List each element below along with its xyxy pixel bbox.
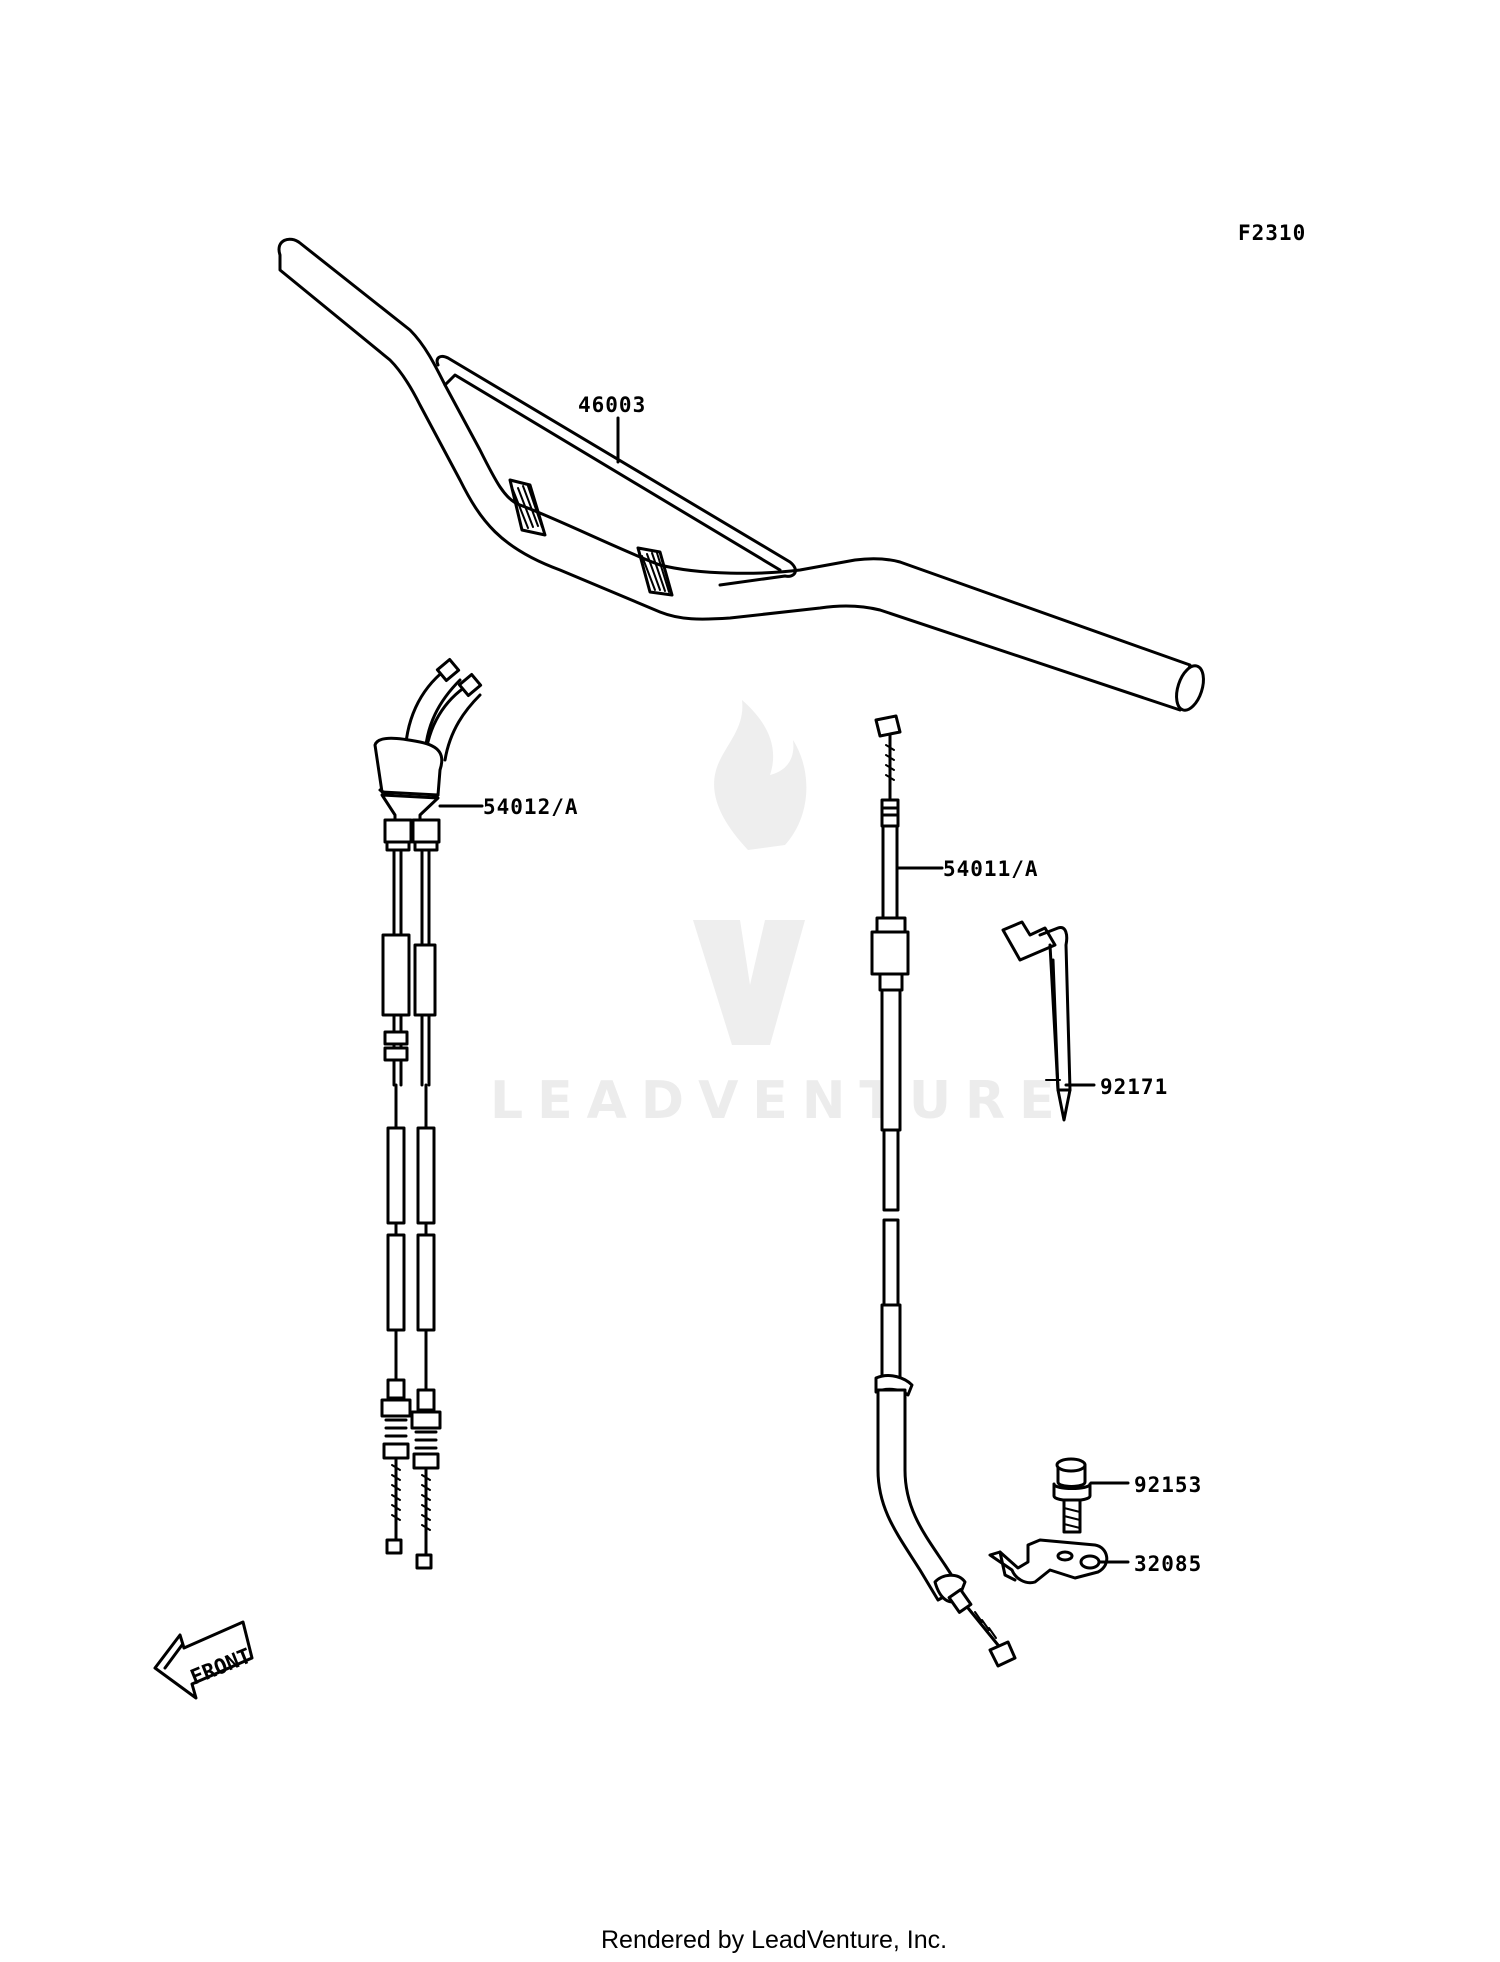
cable-tie-part[interactable] [1001, 920, 1072, 1122]
callout-54011[interactable]: 54011/A [943, 857, 1039, 881]
handlebar-part[interactable] [277, 237, 1209, 713]
knurl-right [636, 546, 674, 597]
watermark-text: LEADVENTURE [490, 1071, 1069, 1131]
bolt-part[interactable] [1052, 1457, 1092, 1534]
callout-32085[interactable]: 32085 [1134, 1552, 1202, 1576]
watermark-logo-icon [693, 700, 807, 1045]
footer-credit: Rendered by LeadVenture, Inc. [601, 1926, 947, 1954]
callout-46003[interactable]: 46003 [578, 393, 646, 417]
throttle-cable-part[interactable] [373, 657, 483, 1570]
clutch-cable-part[interactable] [870, 714, 1017, 1668]
knurl-left [508, 478, 547, 537]
watermark: LEADVENTURE [490, 700, 1069, 1131]
bracket-part[interactable] [988, 1538, 1109, 1585]
figure-code: F2310 [1238, 221, 1306, 245]
callout-92171[interactable]: 92171 [1100, 1075, 1168, 1099]
callout-54012[interactable]: 54012/A [483, 795, 579, 819]
front-direction-arrow: FRONT [153, 1620, 254, 1700]
callout-92153[interactable]: 92153 [1134, 1473, 1202, 1497]
